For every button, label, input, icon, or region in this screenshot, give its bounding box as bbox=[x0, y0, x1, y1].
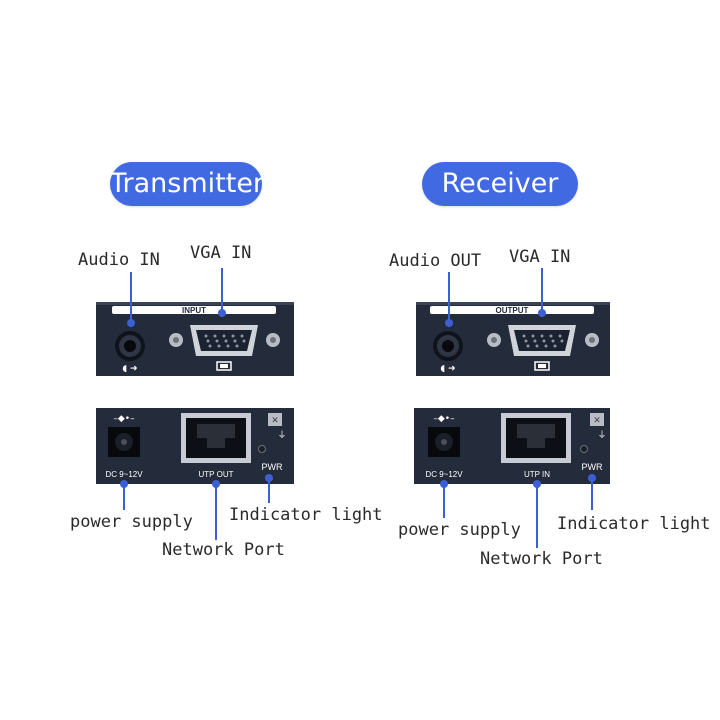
ground-screw-icon: ✕ ⏚ bbox=[590, 413, 607, 441]
receiver-vga-label: VGA IN bbox=[509, 247, 571, 267]
svg-text:⏚: ⏚ bbox=[597, 430, 606, 441]
dc-polarity-icon: –◆•– bbox=[433, 414, 455, 424]
screw-icon bbox=[585, 333, 599, 347]
transmitter-front-panel: INPUT ◖ ➜ bbox=[96, 302, 294, 376]
transmitter-pwr-text: PWR bbox=[262, 462, 283, 472]
receiver-indicator-label: Indicator light bbox=[557, 514, 711, 534]
power-led-icon bbox=[258, 445, 266, 453]
svg-text:⏚: ⏚ bbox=[277, 430, 286, 441]
transmitter-callout-lines bbox=[120, 268, 273, 540]
receiver-front-panel: OUTPUT ◖ ➜ bbox=[416, 302, 610, 376]
svg-text:✕: ✕ bbox=[271, 416, 279, 426]
vga-connector-icon bbox=[190, 325, 258, 356]
transmitter-audio-label: Audio IN bbox=[78, 250, 160, 270]
audio-jack-icon bbox=[115, 331, 145, 361]
dc-jack-icon bbox=[108, 427, 140, 457]
screw-icon bbox=[266, 333, 280, 347]
screw-icon bbox=[169, 333, 183, 347]
receiver-panel-caption: OUTPUT bbox=[496, 306, 529, 315]
screw-icon bbox=[487, 333, 501, 347]
transmitter-utp-text: UTP OUT bbox=[199, 470, 234, 479]
receiver-power-label: power supply bbox=[398, 520, 521, 540]
power-led-icon bbox=[580, 445, 588, 453]
monitor-icon bbox=[534, 361, 550, 371]
receiver-dc-text: DC 9~12V bbox=[425, 470, 463, 479]
receiver-utp-text: UTP IN bbox=[524, 470, 550, 479]
transmitter-indicator-label: Indicator light bbox=[229, 505, 383, 525]
vga-connector-icon bbox=[508, 325, 576, 356]
dc-polarity-icon: –◆•– bbox=[113, 414, 135, 424]
rj45-port-icon bbox=[501, 413, 571, 463]
transmitter-panel-caption: INPUT bbox=[182, 306, 206, 315]
receiver-rear-panel: –◆•– DC 9~12V UTP IN ✕ ⏚ PWR bbox=[414, 408, 610, 484]
rj45-port-icon bbox=[181, 413, 251, 463]
receiver-title: Receiver bbox=[422, 162, 578, 206]
receiver-pwr-text: PWR bbox=[582, 462, 603, 472]
audio-jack-icon bbox=[433, 331, 463, 361]
transmitter-vga-label: VGA IN bbox=[190, 243, 252, 263]
transmitter-title: Transmitter bbox=[110, 162, 264, 206]
transmitter-rear-panel: –◆•– DC 9~12V UTP OUT ✕ ⏚ PWR bbox=[96, 408, 294, 484]
receiver-callout-lines bbox=[440, 268, 596, 548]
transmitter-power-label: power supply bbox=[70, 512, 193, 532]
audio-direction-icon: ◖ ➜ bbox=[122, 364, 137, 374]
ground-screw-icon: ✕ ⏚ bbox=[268, 413, 287, 441]
audio-direction-icon: ◖ ➜ bbox=[440, 364, 455, 374]
transmitter-network-label: Network Port bbox=[162, 540, 285, 560]
receiver-audio-label: Audio OUT bbox=[389, 251, 482, 271]
svg-text:✕: ✕ bbox=[593, 416, 601, 426]
monitor-icon bbox=[216, 361, 232, 371]
receiver-network-label: Network Port bbox=[480, 549, 603, 569]
transmitter-dc-text: DC 9~12V bbox=[105, 470, 143, 479]
dc-jack-icon bbox=[428, 427, 460, 457]
